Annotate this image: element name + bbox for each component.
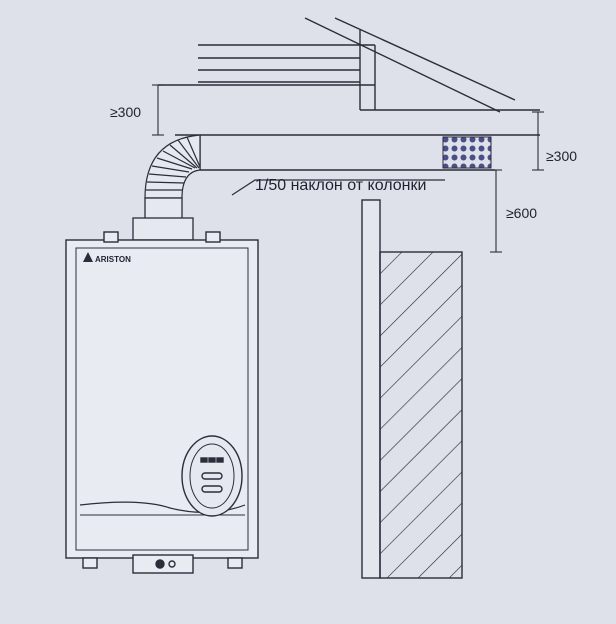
slope-leader-line xyxy=(231,179,445,196)
gas-boiler xyxy=(65,231,259,574)
elbow-flue-pipe xyxy=(144,134,201,199)
wall-clearance-label: ≥600 xyxy=(506,205,537,221)
vent-grille xyxy=(442,136,492,169)
flue-stub xyxy=(132,197,194,241)
wall-clearance-dimension xyxy=(490,169,502,253)
slope-note: 1/50 наклон от колонки xyxy=(255,177,426,194)
ariston-logo: ARISTON xyxy=(83,252,131,264)
logo-text: ARISTON xyxy=(95,255,131,264)
roof-clearance-dimension xyxy=(152,84,164,136)
pipe-clearance-dimension xyxy=(532,111,544,171)
control-panel xyxy=(181,435,243,517)
roof-clearance-label: ≥300 xyxy=(110,104,141,120)
wall-section xyxy=(361,199,463,579)
roof-structure xyxy=(158,17,540,113)
pipe-clearance-label: ≥300 xyxy=(546,148,577,164)
